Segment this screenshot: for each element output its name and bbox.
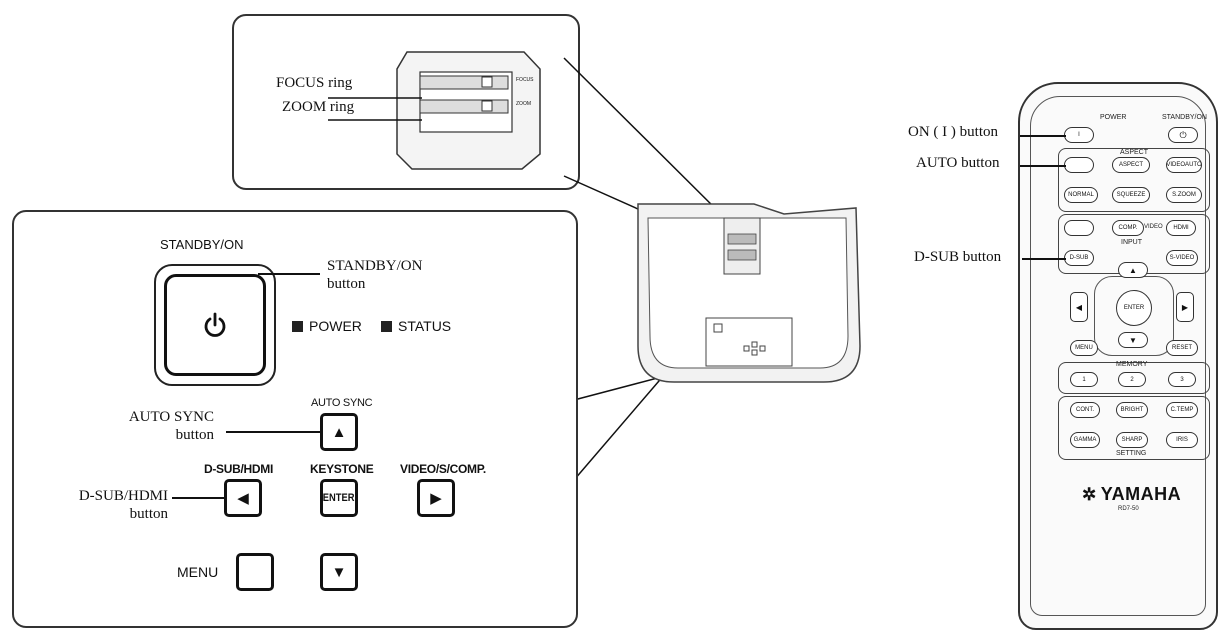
standby-callout: STANDBY/ON button bbox=[327, 258, 423, 292]
standby-button-bezel bbox=[154, 264, 276, 386]
auto-sync-callout: AUTO SYNC button bbox=[128, 409, 214, 443]
remote-video-label: VIDEO bbox=[1144, 224, 1163, 230]
remote-ctemp-button[interactable]: C.TEMP bbox=[1166, 402, 1198, 418]
remote-on-callout: ON ( I ) button bbox=[908, 124, 998, 140]
remote-down-icon: ▼ bbox=[1129, 335, 1137, 345]
remote-memory-1-button[interactable]: 1 bbox=[1070, 372, 1098, 387]
remote-right-icon: ▶ bbox=[1181, 302, 1189, 312]
remote-auto-button[interactable] bbox=[1064, 157, 1094, 173]
remote-cont-button[interactable]: CONT. bbox=[1070, 402, 1100, 418]
video-s-comp-button[interactable]: ▶ bbox=[417, 479, 455, 517]
remote-auto-leader bbox=[1020, 165, 1066, 167]
right-arrow-icon: ▶ bbox=[430, 490, 442, 507]
standby-leader-line bbox=[258, 273, 320, 275]
status-indicator-lamp bbox=[381, 320, 392, 332]
remote-on-leader bbox=[1020, 135, 1066, 137]
dsub-hdmi-callout: D-SUB/HDMI button bbox=[78, 488, 168, 522]
menu-button[interactable] bbox=[236, 553, 274, 591]
focus-tiny-label: FOCUS bbox=[516, 77, 534, 83]
focus-ring-label: FOCUS ring bbox=[276, 75, 353, 91]
zoom-ring-label: ZOOM ring bbox=[282, 99, 355, 115]
remote-aspect-button[interactable]: ASPECT bbox=[1112, 157, 1150, 173]
remote-memory-group bbox=[1058, 362, 1210, 394]
remote-on-button[interactable]: I bbox=[1064, 127, 1094, 143]
remote-reset-button[interactable]: RESET bbox=[1166, 340, 1198, 356]
power-icon bbox=[204, 312, 226, 337]
lens-housing-illustration bbox=[328, 51, 541, 170]
dsub-hdmi-label: D-SUB/HDMI bbox=[204, 462, 273, 476]
standby-title: STANDBY/ON bbox=[160, 237, 244, 252]
remote-memory-3-button[interactable]: 3 bbox=[1168, 372, 1196, 387]
remote-power-label: POWER bbox=[1100, 114, 1127, 121]
remote-squeeze-button[interactable]: SQUEEZE bbox=[1112, 187, 1150, 203]
power-indicator: POWER bbox=[292, 318, 362, 334]
remote-bright-button[interactable]: BRIGHT bbox=[1116, 402, 1148, 418]
status-indicator: STATUS bbox=[381, 318, 451, 334]
remote-sharp-button[interactable]: SHARP bbox=[1116, 432, 1148, 448]
remote-hdmi-button[interactable]: HDMI bbox=[1166, 220, 1196, 236]
keystone-label: KEYSTONE bbox=[310, 462, 374, 476]
remote-down-button[interactable]: ▼ bbox=[1118, 332, 1148, 348]
remote-blank-input-button[interactable] bbox=[1064, 220, 1094, 236]
remote-aspect-group bbox=[1058, 148, 1210, 212]
remote-left-button[interactable]: ◀ bbox=[1070, 292, 1088, 322]
remote-comp-button[interactable]: COMP. bbox=[1112, 220, 1144, 236]
remote-model: RD7-50 bbox=[1118, 506, 1139, 512]
remote-szoom-button[interactable]: S.ZOOM bbox=[1166, 187, 1202, 203]
remote-standby-button[interactable]: ⏻ bbox=[1168, 127, 1198, 143]
left-arrow-icon: ◀ bbox=[237, 490, 249, 507]
auto-sync-leader-line bbox=[226, 431, 321, 433]
remote-power-icon: ⏻ bbox=[1179, 129, 1187, 140]
remote-aspect-label: ASPECT bbox=[1120, 149, 1149, 156]
remote-auto-callout: AUTO button bbox=[916, 155, 1000, 171]
remote-up-button[interactable]: ▲ bbox=[1118, 262, 1148, 278]
remote-inner-body bbox=[1030, 96, 1206, 616]
yamaha-logo-icon: ✲ bbox=[1082, 484, 1097, 504]
projector-illustration bbox=[637, 203, 861, 383]
remote-dsub-button[interactable]: D-SUB bbox=[1064, 250, 1094, 266]
remote-brand: ✲ YAMAHA bbox=[1082, 484, 1182, 504]
remote-dsub-leader bbox=[1022, 258, 1066, 260]
menu-label: MENU bbox=[177, 564, 219, 580]
control-panel-detail bbox=[12, 210, 578, 628]
standby-on-button[interactable] bbox=[164, 274, 266, 376]
up-arrow-icon: ▲ bbox=[331, 423, 347, 441]
remote-right-button[interactable]: ▶ bbox=[1176, 292, 1194, 322]
remote-memory-label: MEMORY bbox=[1116, 361, 1148, 368]
remote-videoauto-button[interactable]: VIDEOAUTO bbox=[1166, 157, 1202, 173]
down-button[interactable]: ▼ bbox=[320, 553, 358, 591]
enter-button[interactable]: ENTER bbox=[320, 479, 358, 517]
dsub-hdmi-button[interactable]: ◀ bbox=[224, 479, 262, 517]
remote-menu-button[interactable]: MENU bbox=[1070, 340, 1098, 356]
power-indicator-lamp bbox=[292, 320, 303, 332]
remote-input-label: INPUT bbox=[1121, 239, 1142, 246]
remote-control-body bbox=[1018, 82, 1218, 630]
remote-iris-button[interactable]: IRIS bbox=[1166, 432, 1198, 448]
remote-enter-button[interactable]: ENTER bbox=[1116, 290, 1152, 326]
remote-standby-label: STANDBY/ON bbox=[1162, 114, 1207, 121]
remote-normal-button[interactable]: NORMAL bbox=[1064, 187, 1098, 203]
video-s-comp-label: VIDEO/S/COMP. bbox=[400, 462, 486, 476]
remote-memory-2-button[interactable]: 2 bbox=[1118, 372, 1146, 387]
down-arrow-icon: ▼ bbox=[331, 563, 347, 581]
remote-dsub-callout: D-SUB button bbox=[914, 249, 1002, 265]
dsub-hdmi-leader-line bbox=[172, 497, 225, 499]
remote-up-icon: ▲ bbox=[1129, 265, 1137, 275]
auto-sync-button[interactable]: ▲ bbox=[320, 413, 358, 451]
remote-left-icon: ◀ bbox=[1075, 302, 1083, 312]
remote-setting-label: SETTING bbox=[1116, 450, 1147, 457]
remote-svideo-button[interactable]: S-VIDEO bbox=[1166, 250, 1198, 266]
zoom-tiny-label: ZOOM bbox=[516, 101, 531, 107]
auto-sync-label: AUTO SYNC bbox=[311, 397, 373, 409]
remote-setting-group bbox=[1058, 396, 1210, 460]
remote-gamma-button[interactable]: GAMMA bbox=[1070, 432, 1100, 448]
